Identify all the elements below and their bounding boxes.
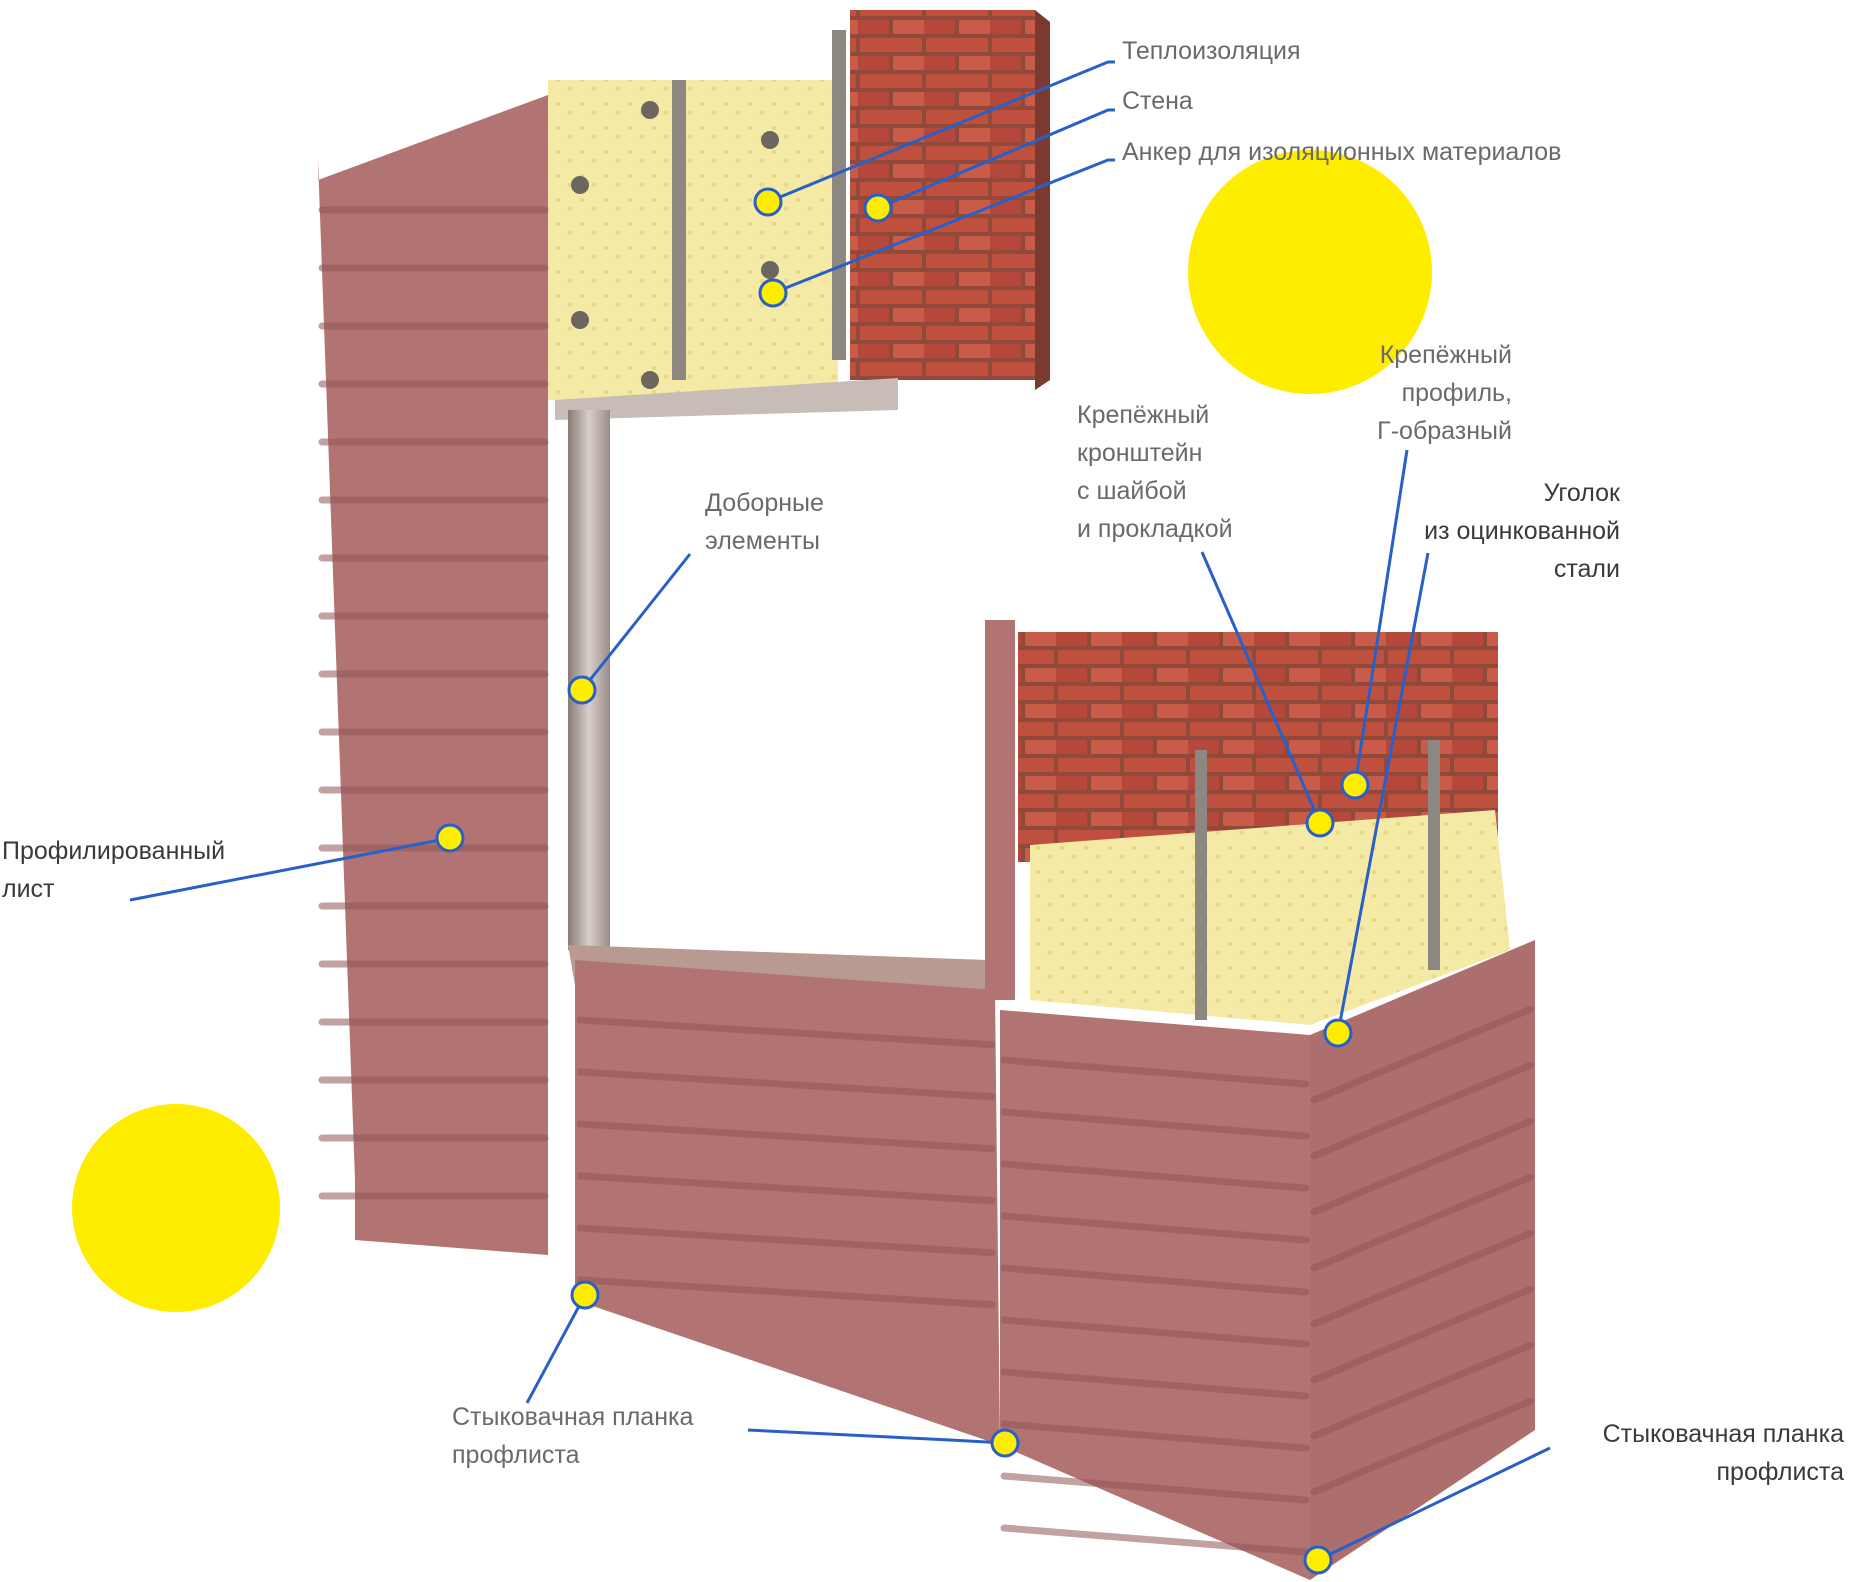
side-sheet-rib bbox=[1310, 1229, 1534, 1328]
leader-sheet bbox=[129, 836, 451, 902]
right-sheet-rib bbox=[1000, 1212, 1310, 1244]
side-sheet-rib bbox=[1310, 1061, 1534, 1160]
leader-extra bbox=[580, 553, 692, 691]
label-fixing-profile-line2: профиль, bbox=[1401, 379, 1512, 407]
side-sheet-rib bbox=[1310, 1173, 1534, 1272]
label-insulation: Теплоизоляция bbox=[1122, 37, 1301, 65]
marker-extra-elements bbox=[567, 675, 597, 705]
marker-fixing-profile bbox=[1340, 770, 1370, 800]
right-sheet-rib bbox=[1000, 1108, 1310, 1140]
leader-joint-right bbox=[1317, 1446, 1551, 1562]
label-extra-elements-line1: Доборные bbox=[705, 489, 824, 517]
right-sheet-rib bbox=[1000, 1264, 1310, 1296]
leader-profile bbox=[1353, 449, 1409, 786]
label-bracket: Крепёжный кронштейн с шайбой и прокладко… bbox=[1077, 396, 1233, 548]
right-sheet-rib bbox=[1000, 1368, 1310, 1400]
label-corner-line2: из оцинкованной bbox=[1424, 517, 1620, 545]
sheet-corrugations bbox=[318, 206, 1534, 1556]
center-sheet-rib bbox=[576, 1120, 996, 1153]
marker-corner bbox=[1323, 1018, 1353, 1048]
decor-circle-top bbox=[1188, 150, 1432, 394]
center-sheet-rib bbox=[576, 1276, 996, 1309]
marker-anchor bbox=[758, 278, 788, 308]
label-joint-strip-center-line2: профлиста bbox=[452, 1441, 580, 1469]
label-bracket-line3: с шайбой bbox=[1077, 477, 1187, 505]
marker-bracket bbox=[1305, 808, 1335, 838]
leader-insulation bbox=[767, 60, 1115, 204]
leader-joint-center-1 bbox=[525, 1294, 587, 1404]
right-sheet-rib bbox=[1000, 1160, 1310, 1192]
upper-anchor-heads bbox=[571, 101, 779, 389]
leader-bracket bbox=[1200, 551, 1322, 824]
right-insulation bbox=[1030, 810, 1510, 1025]
right-profile-2 bbox=[1428, 740, 1440, 970]
label-corner-line1: Уголок bbox=[1543, 479, 1620, 507]
label-extra-elements: Доборные элементы bbox=[705, 484, 824, 560]
center-sheet-rib bbox=[576, 1172, 996, 1205]
right-sheet-rib bbox=[1000, 1524, 1310, 1556]
decor-circle-bottom-left bbox=[72, 1104, 280, 1312]
right-sheet-rib bbox=[1000, 1316, 1310, 1348]
upper-wall-section bbox=[548, 10, 1050, 420]
label-joint-strip-center-line1: Стыковачная планка bbox=[452, 1403, 694, 1431]
marker-insulation bbox=[753, 187, 783, 217]
label-joint-strip-right: Стыковачная планка профлиста bbox=[1603, 1415, 1844, 1491]
right-sheet-rib bbox=[1000, 1420, 1310, 1452]
right-sheet-rib bbox=[1000, 1472, 1310, 1504]
marker-profiled-sheet bbox=[435, 823, 465, 853]
upper-insulation bbox=[548, 80, 838, 400]
label-profiled-sheet-line2: лист bbox=[2, 875, 55, 903]
label-extra-elements-line2: элементы bbox=[705, 527, 821, 555]
marker-joint-right bbox=[1303, 1545, 1333, 1575]
label-joint-strip-right-line2: профлиста bbox=[1716, 1458, 1845, 1486]
leader-lines bbox=[129, 60, 1551, 1562]
upper-window-header bbox=[555, 378, 898, 420]
label-bracket-line4: и прокладкой bbox=[1077, 515, 1233, 543]
label-joint-strip-right-line1: Стыковачная планка bbox=[1602, 1420, 1844, 1448]
label-corner: Уголок из оцинкованной стали bbox=[1424, 474, 1620, 588]
marker-joint-center-2 bbox=[990, 1428, 1020, 1458]
right-lower-sheet bbox=[1000, 1010, 1310, 1580]
right-profile-1 bbox=[1195, 750, 1207, 1020]
label-joint-strip-center: Стыковачная планка профлиста bbox=[452, 1398, 693, 1474]
label-fixing-profile-line3: Г-образный bbox=[1377, 417, 1512, 445]
right-sheet-rib bbox=[1000, 1056, 1310, 1088]
label-bracket-line1: Крепёжный bbox=[1077, 401, 1210, 429]
label-wall: Стена bbox=[1122, 87, 1193, 115]
leader-joint-center-2 bbox=[747, 1428, 1006, 1445]
marker-wall bbox=[863, 193, 893, 223]
label-profiled-sheet: Профилированный лист bbox=[2, 832, 225, 908]
leader-anchor bbox=[772, 158, 1115, 295]
window-inner bbox=[610, 420, 988, 930]
side-sheet-rib bbox=[1310, 1117, 1534, 1216]
label-fixing-profile-line1: Крепёжный bbox=[1379, 341, 1512, 369]
marker-joint-center-1 bbox=[570, 1280, 600, 1310]
side-sheet-rib bbox=[1310, 1341, 1534, 1440]
right-corner-post bbox=[985, 620, 1015, 1000]
label-anchor: Анкер для изоляционных материалов bbox=[1122, 138, 1562, 166]
side-sheet-rib bbox=[1310, 1285, 1534, 1384]
leader-corner bbox=[1336, 552, 1430, 1034]
center-sheet-rib bbox=[576, 1016, 996, 1049]
label-corner-line3: стали bbox=[1553, 555, 1620, 583]
upper-profile-2 bbox=[832, 30, 846, 360]
upper-profile-1 bbox=[672, 80, 686, 380]
center-sheet-rib bbox=[576, 1224, 996, 1257]
upper-brick-side bbox=[1035, 10, 1050, 390]
label-fixing-profile: Крепёжный профиль, Г-образный bbox=[1377, 336, 1512, 450]
center-sheet-rib bbox=[576, 1068, 996, 1101]
markers bbox=[435, 187, 1370, 1575]
label-bracket-line2: кронштейн bbox=[1077, 439, 1203, 467]
label-profiled-sheet-line1: Профилированный bbox=[2, 837, 226, 865]
leader-wall bbox=[877, 108, 1115, 210]
side-sheet-rib bbox=[1310, 1005, 1534, 1104]
side-sheet-rib bbox=[1310, 1397, 1534, 1496]
